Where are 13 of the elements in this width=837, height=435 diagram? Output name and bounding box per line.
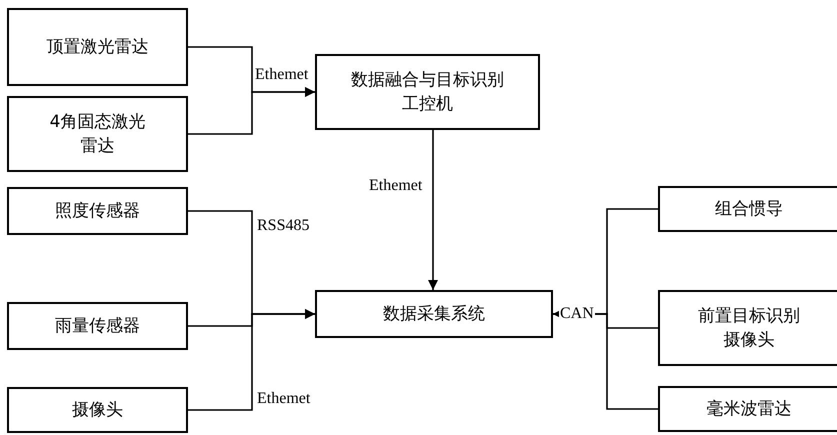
process-box: 顶置激光雷达: [7, 8, 188, 86]
arrow: [428, 130, 438, 290]
process-box: 4角固态激光雷达: [7, 96, 188, 172]
process-box: 雨量传感器: [7, 302, 188, 350]
process-box: 前置目标识别摄像头: [658, 290, 837, 366]
arrow: [188, 309, 315, 411]
arrow: [188, 87, 315, 135]
process-box: 组合惯导: [658, 186, 837, 232]
process-box: 毫米波雷达: [658, 386, 837, 432]
process-box: 摄像头: [7, 387, 188, 433]
process-box: 数据采集系统: [315, 290, 553, 338]
process-box: 照度传感器: [7, 187, 188, 235]
process-box: 数据融合与目标识别工控机: [315, 54, 540, 130]
